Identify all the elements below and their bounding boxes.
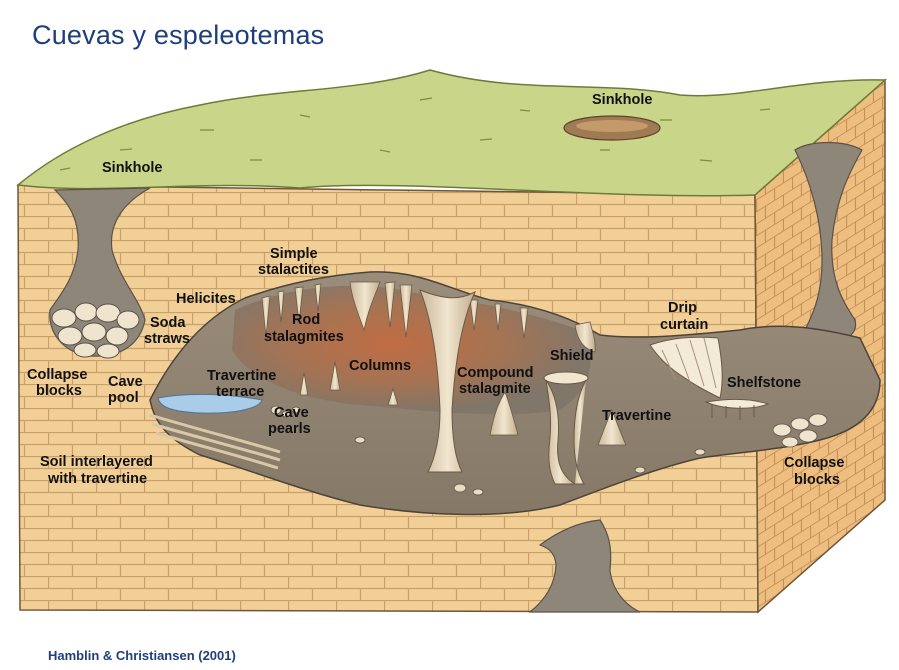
cave-pool bbox=[157, 393, 263, 414]
label-soil-1: Soil interlayered bbox=[40, 454, 153, 470]
collapse-blocks-left bbox=[51, 302, 140, 359]
shelfstone bbox=[704, 398, 770, 420]
label-cave-pearls-2: pearls bbox=[268, 421, 311, 437]
label-travertine-terrace-2: terrace bbox=[216, 384, 264, 400]
stalactites bbox=[261, 281, 596, 353]
label-drip-curtain-2: curtain bbox=[660, 317, 708, 333]
label-helicites: Helicites bbox=[176, 291, 236, 307]
label-soda-straws-1: Soda bbox=[150, 315, 186, 331]
label-collapse-blocks-left-2: blocks bbox=[36, 383, 82, 399]
diagram-labels: Sinkhole Sinkhole Simple stalactites Hel… bbox=[27, 92, 844, 488]
label-travertine: Travertine bbox=[602, 408, 671, 424]
label-soil-2: with travertine bbox=[47, 471, 147, 487]
label-travertine-terrace-1: Travertine bbox=[207, 368, 276, 384]
collapse-blocks-right bbox=[772, 413, 828, 448]
label-simple-stalactites-1: Simple bbox=[270, 246, 318, 262]
label-compound-stalagmite-1: Compound bbox=[457, 365, 534, 381]
soil-travertine-layers bbox=[149, 413, 281, 470]
sinkhole-shaft-right bbox=[794, 141, 863, 345]
ground-surface bbox=[16, 69, 887, 197]
label-simple-stalactites-2: stalactites bbox=[258, 262, 329, 278]
compound-stalagmite bbox=[543, 371, 589, 485]
label-cave-pearls-1: Cave bbox=[274, 405, 309, 421]
stalagmites bbox=[299, 361, 627, 446]
label-sinkhole-top: Sinkhole bbox=[592, 92, 652, 108]
label-sinkhole-left: Sinkhole bbox=[102, 160, 162, 176]
label-compound-stalagmite-2: stalagmite bbox=[459, 381, 531, 397]
label-shield: Shield bbox=[550, 348, 594, 364]
label-collapse-blocks-left-1: Collapse bbox=[27, 367, 87, 383]
label-cave-pool-1: Cave bbox=[108, 374, 143, 390]
label-columns: Columns bbox=[349, 358, 411, 374]
label-collapse-blocks-right-2: blocks bbox=[794, 472, 840, 488]
source-credit: Hamblin & Christiansen (2001) bbox=[48, 648, 236, 663]
label-drip-curtain-1: Drip bbox=[668, 300, 697, 316]
cave-floor-rubble bbox=[270, 405, 706, 496]
sinkhole-depression-top bbox=[563, 115, 661, 141]
drip-curtain bbox=[649, 336, 723, 399]
label-cave-pool-2: pool bbox=[108, 390, 139, 406]
column-speleothems bbox=[419, 289, 477, 473]
slide-title: Cuevas y espeleotemas bbox=[32, 20, 325, 50]
label-soda-straws-2: straws bbox=[144, 331, 190, 347]
lower-shaft bbox=[528, 519, 641, 613]
label-rod-stalagmites-1: Rod bbox=[292, 312, 320, 328]
label-rod-stalagmites-2: stalagmites bbox=[264, 329, 344, 345]
label-collapse-blocks-right-1: Collapse bbox=[784, 455, 844, 471]
label-shelfstone: Shelfstone bbox=[727, 375, 801, 391]
